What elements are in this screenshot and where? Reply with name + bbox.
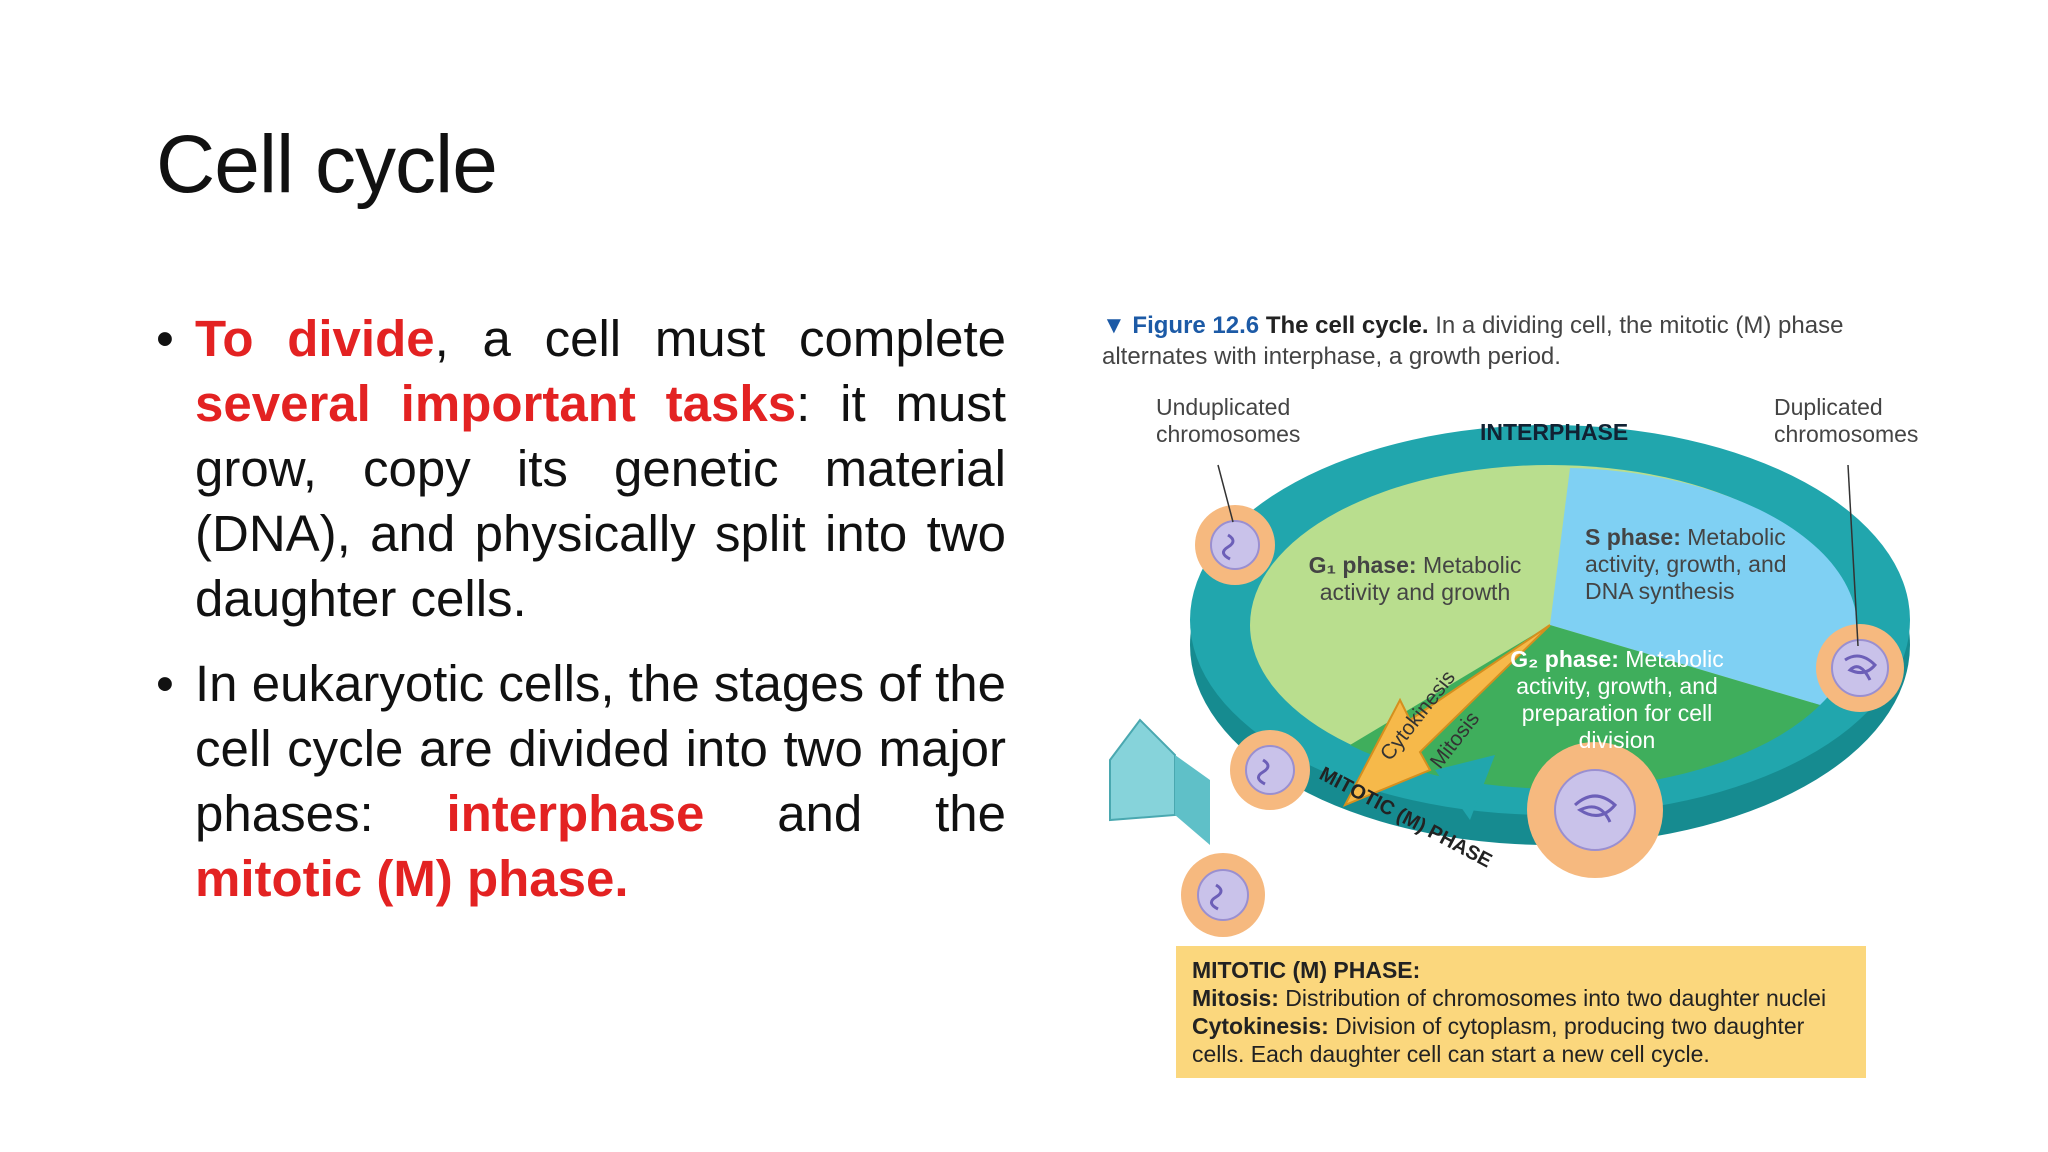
daughter-cell-1-icon — [1230, 730, 1310, 810]
bullet-item-2: • In eukaryotic cells, the stages of the… — [156, 651, 1006, 911]
pointer-line-unduplicated — [1217, 464, 1234, 523]
s-phase-desc: Metabolic activity, growth, and DNA synt… — [1585, 524, 1787, 604]
bullet-text-part: To divide — [195, 310, 435, 367]
legend-mitosis-term: Mitosis: — [1192, 985, 1279, 1011]
cycle-arrow-side-icon — [1175, 755, 1210, 845]
cell-cycle-figure: ▼ Figure 12.6 The cell cycle. In a divid… — [1100, 300, 1940, 1090]
mitotic-phase-legend: MITOTIC (M) PHASE: Mitosis: Distribution… — [1176, 946, 1866, 1078]
bullet-text-part: and the — [704, 785, 1007, 842]
g1-phase-name: G₁ phase: — [1308, 552, 1417, 578]
slide-title: Cell cycle — [156, 119, 498, 210]
bullet-text-part: , a cell must complete — [434, 310, 1006, 367]
bullet-symbol: • — [156, 310, 174, 367]
interphase-label: INTERPHASE — [1480, 419, 1628, 445]
ring-arrow-head-icon — [1435, 755, 1495, 820]
daughter-cell-2-icon — [1181, 853, 1265, 937]
figure-caption: ▼ Figure 12.6 The cell cycle. In a divid… — [1102, 310, 1862, 372]
bullet-text-part: : it must grow, copy its genetic materia… — [195, 375, 1007, 627]
bullet-list: • To divide, a cell must complete severa… — [156, 306, 1006, 931]
g2-phase-label: G₂ phase: Metabolic activity, growth, an… — [1482, 646, 1752, 754]
g1-phase-desc: Metabolic activity and growth — [1319, 552, 1522, 605]
legend-cytokinesis-text: Division of cytoplasm, producing two dau… — [1192, 1013, 1805, 1067]
legend-heading: MITOTIC (M) PHASE: — [1192, 957, 1421, 983]
figure-caption-text: In a dividing cell, the mitotic (M) phas… — [1102, 312, 1844, 370]
bullet-text-part: In eukaryotic cells, the stages of the c… — [195, 655, 1006, 842]
g2-phase-name: G₂ phase: — [1510, 646, 1619, 672]
bullet-symbol: • — [156, 655, 174, 712]
pointer-line-duplicated — [1847, 464, 1859, 647]
s-phase-name: S phase: — [1585, 524, 1681, 550]
cell-cycle-diagram: Cytokinesis Mitosis MITOTIC (M) PHASE IN… — [1109, 419, 1910, 937]
g1-phase-label: G₁ phase: Metabolic activity and growth — [1300, 552, 1530, 606]
label-unduplicated-chromosomes: Unduplicated chromosomes — [1156, 394, 1301, 447]
bullet-text-part: interphase — [446, 785, 705, 842]
legend-cytokinesis-term: Cytokinesis: — [1192, 1013, 1329, 1039]
cell-duplicated-icon — [1816, 624, 1904, 712]
s-phase-label: S phase: Metabolic activity, growth, and… — [1585, 524, 1815, 605]
figure-title: The cell cycle. — [1265, 312, 1429, 339]
bullet-text-part: . — [614, 850, 629, 907]
legend-mitosis-text: Distribution of chromosomes into two dau… — [1285, 985, 1827, 1011]
bullet-item-1: • To divide, a cell must complete severa… — [156, 306, 1006, 631]
bullet-text-part: several important tasks — [195, 375, 797, 432]
bullet-text-part: mitotic (M) phase — [195, 850, 615, 907]
figure-number: ▼ Figure 12.6 — [1102, 312, 1260, 339]
cell-unduplicated-icon — [1195, 505, 1275, 585]
cell-g2-icon — [1527, 742, 1663, 878]
cycle-arrow-icon — [1109, 718, 1176, 822]
mitotic-phase-arrow — [1342, 624, 1551, 807]
g2-phase-wedge — [1350, 625, 1820, 789]
s-phase-wedge — [1550, 468, 1858, 705]
label-duplicated-chromosomes: Duplicated chromosomes — [1774, 394, 1919, 447]
g2-phase-desc: Metabolic activity, growth, and preparat… — [1516, 646, 1724, 753]
